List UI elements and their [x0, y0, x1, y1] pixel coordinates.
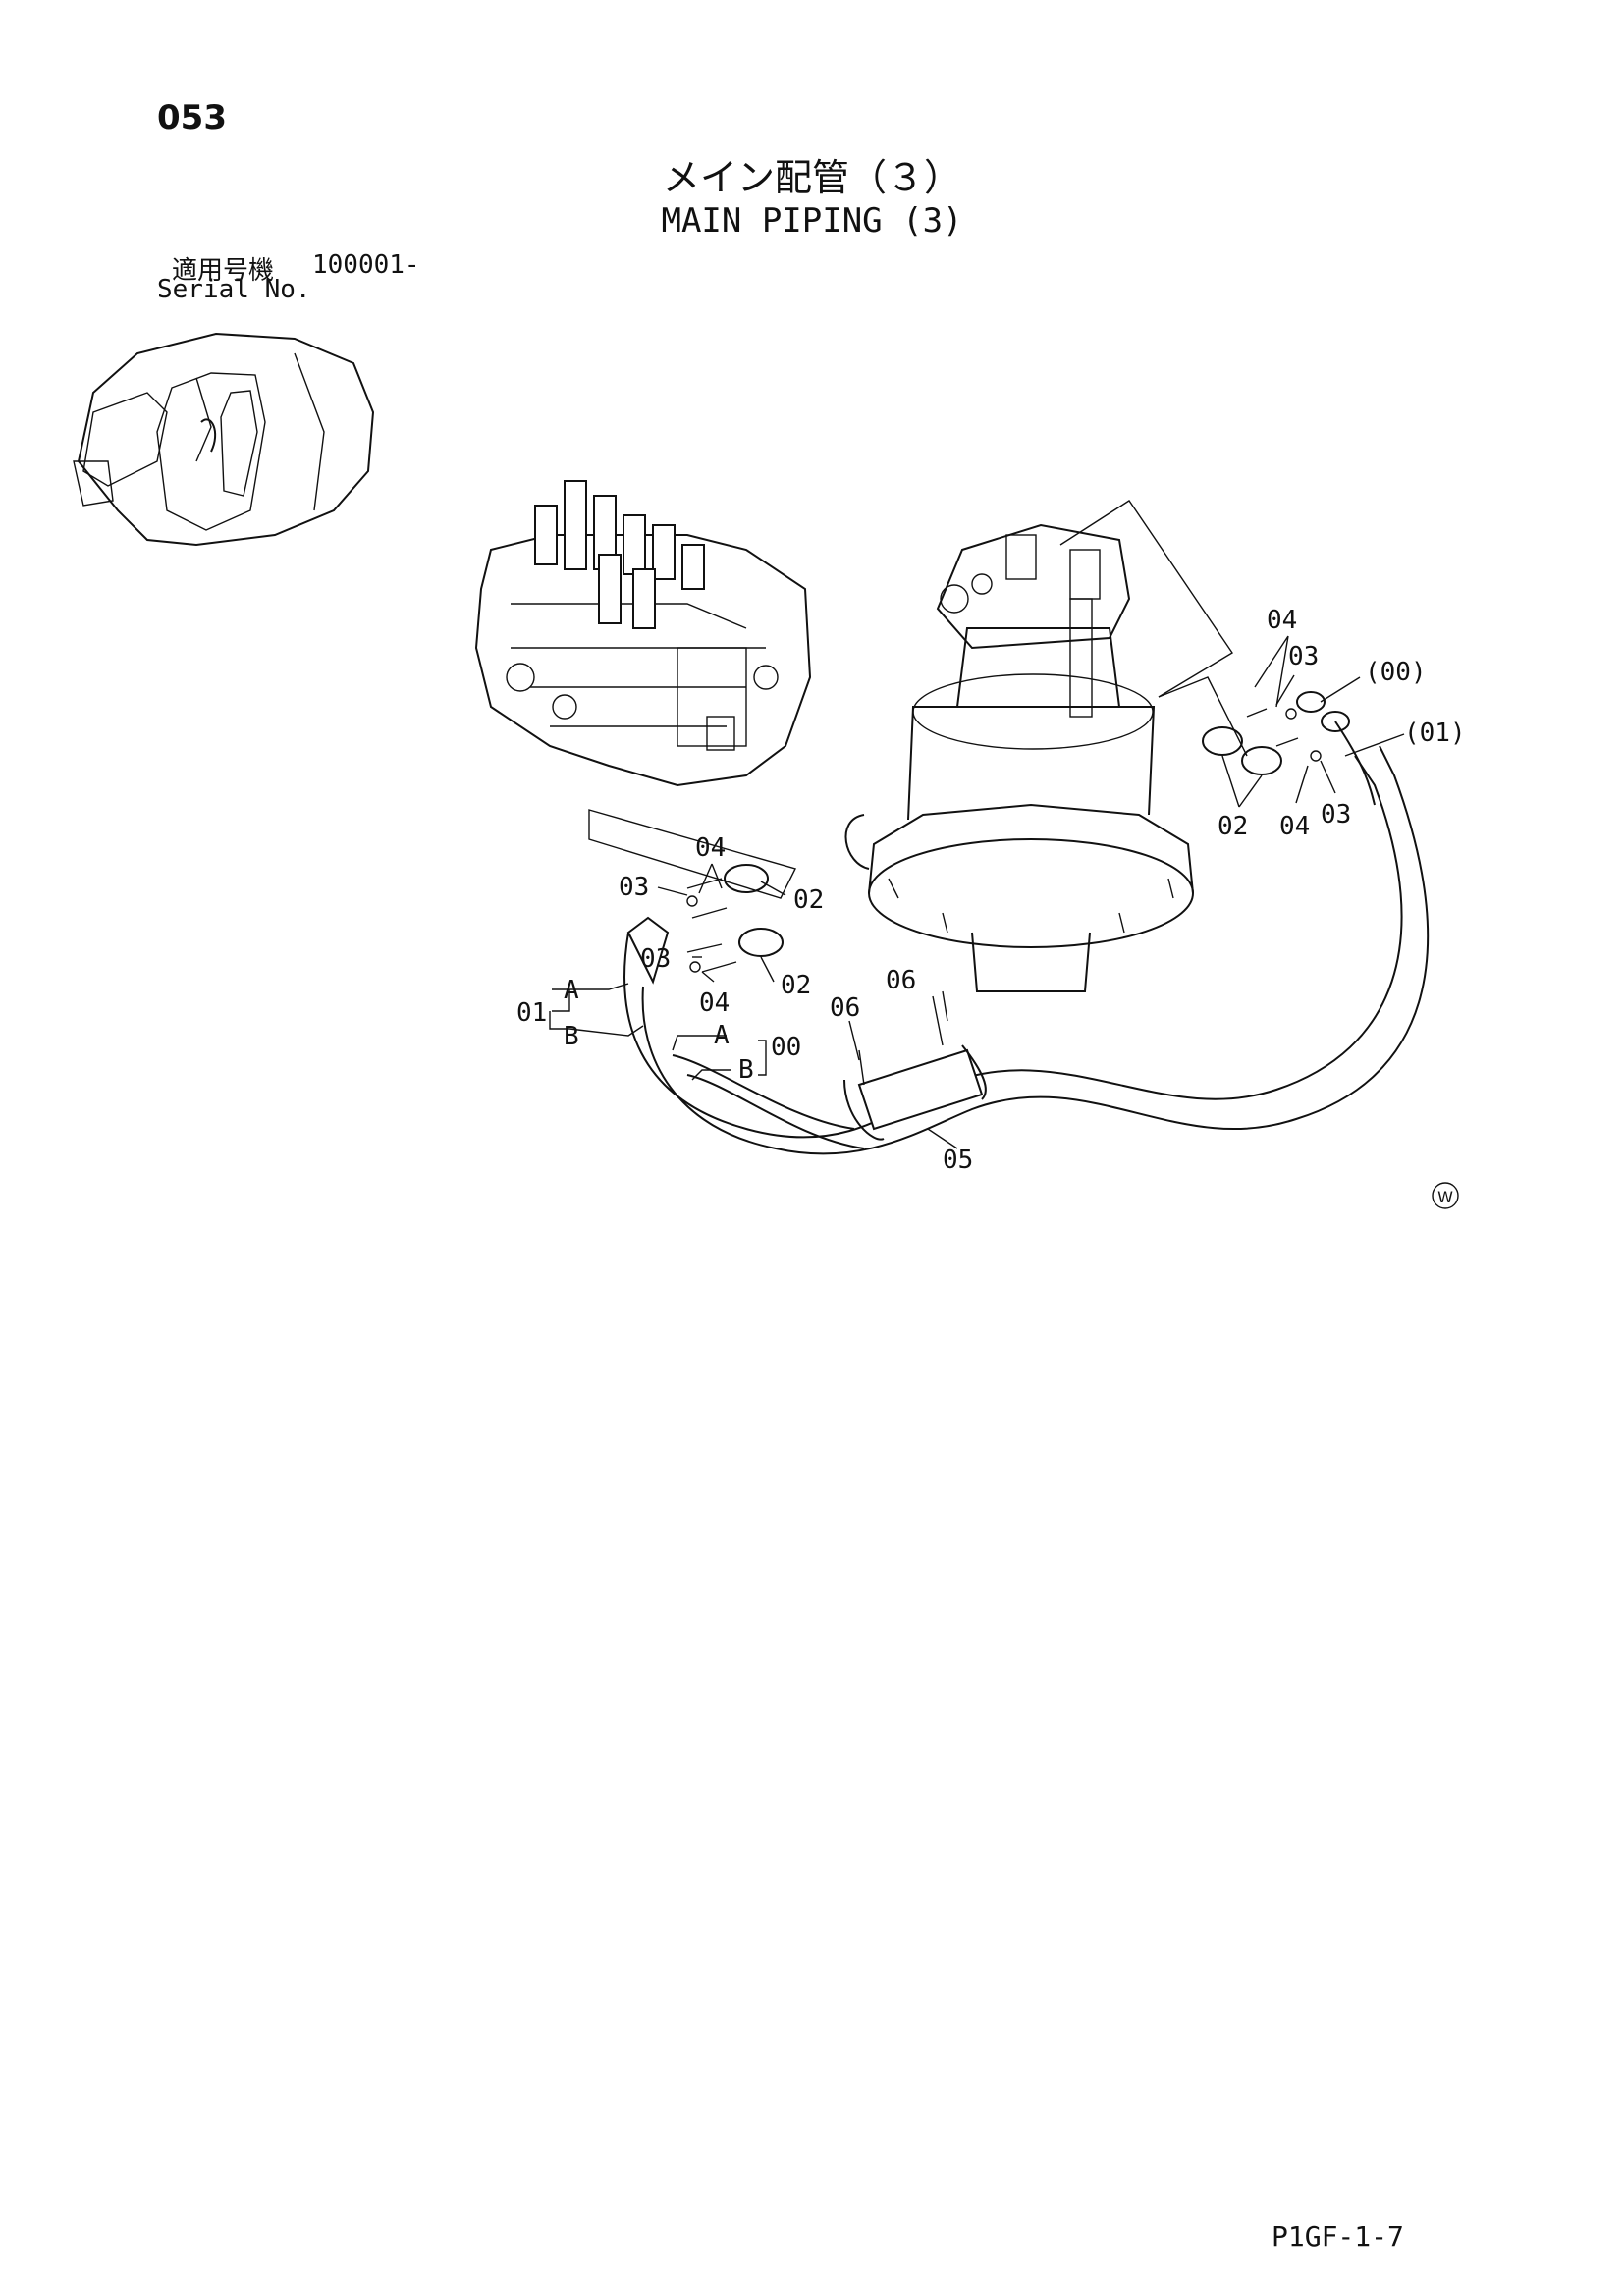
callout-03-left-top: 03: [619, 873, 649, 902]
callout-03-right: 03: [1321, 800, 1351, 829]
callout-A-left: A: [564, 976, 579, 1005]
callout-03-left-mid: 03: [640, 944, 671, 974]
hose-stub: [844, 814, 870, 870]
swing-motor-icon: [868, 523, 1194, 992]
hose-assembly-icon: [623, 721, 1430, 1155]
right-port-fittings-icon: [1202, 691, 1350, 775]
callout-06-a: 06: [830, 993, 860, 1023]
callout-B-mid: B: [738, 1055, 754, 1085]
callout-02-left-top: 02: [793, 885, 824, 915]
callout-B-left: B: [564, 1022, 579, 1051]
callout-01-left: 01: [516, 998, 547, 1028]
left-port-fittings-icon: [686, 864, 784, 973]
page-number: 053: [157, 98, 227, 137]
serial-label-jp: 適用号機: [172, 256, 275, 286]
callout-04-top: 04: [1267, 606, 1297, 635]
excavator-thumbnail-icon: [73, 332, 375, 547]
control-valve-icon: [474, 480, 812, 787]
serial-label-en: Serial No.: [157, 275, 311, 304]
callout-02-right: 02: [1218, 812, 1248, 841]
svg-text:W: W: [1437, 1188, 1453, 1206]
callout-leaders: [549, 635, 1405, 1149]
callout-03-top: 03: [1288, 642, 1319, 671]
page-title-en: MAIN PIPING (3): [661, 201, 963, 240]
callout-04-left-top: 04: [695, 833, 726, 863]
callout-02-left-mid: 02: [781, 971, 811, 1000]
page-title-jp: メイン配管（３）: [662, 156, 961, 199]
callout-00-mid: 00: [771, 1033, 801, 1062]
callout-04-right: 04: [1279, 812, 1310, 841]
drawing-code: P1GF-1-7: [1272, 2220, 1404, 2253]
serial-value: 100001-: [312, 250, 420, 280]
hose-clamp-icon: [843, 995, 987, 1141]
callout-04-left-mid: 04: [699, 988, 730, 1018]
callout-00-paren: (00): [1365, 658, 1427, 687]
callout-06-b: 06: [886, 966, 916, 995]
callout-05: 05: [943, 1146, 973, 1175]
callout-01-paren: (01): [1404, 719, 1466, 748]
w-mark-icon: W: [1432, 1182, 1459, 1209]
callout-A-mid: A: [714, 1021, 730, 1050]
